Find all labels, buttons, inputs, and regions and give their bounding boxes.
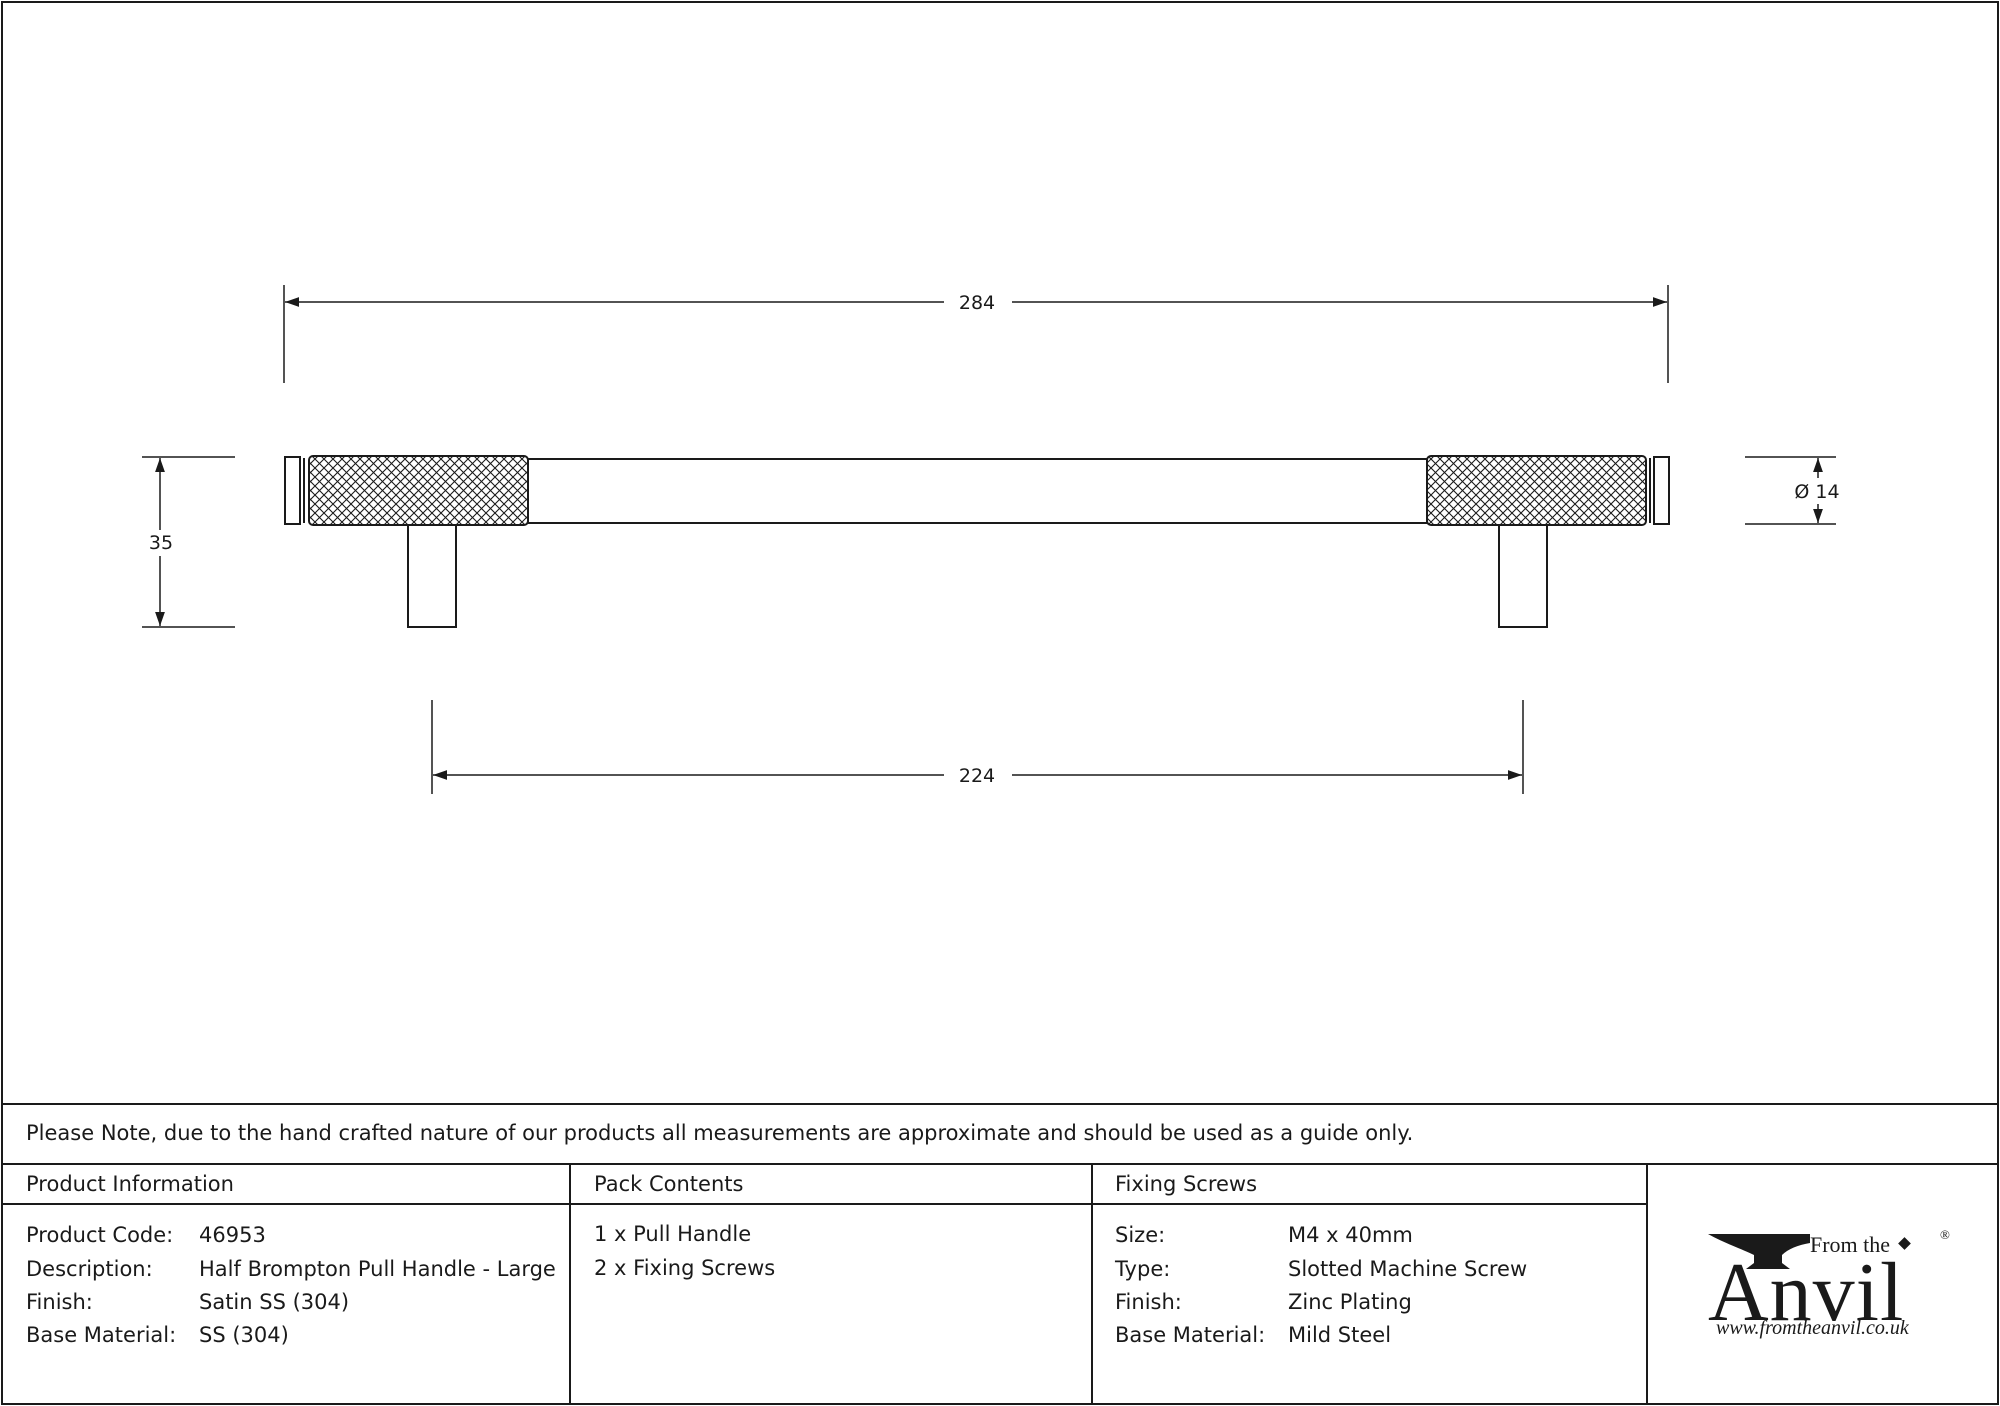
right-knurled-grip — [1426, 455, 1647, 526]
logo-registered: ® — [1940, 1227, 1950, 1242]
logo-from-the: From the — [1810, 1232, 1891, 1257]
screw-size-value: M4 x 40mm — [1288, 1223, 1413, 1247]
handle-bar — [527, 458, 1428, 524]
left-end-cap — [284, 456, 301, 525]
logo-anvil: Anvil — [1708, 1246, 1905, 1339]
product-code-value: 46953 — [199, 1223, 266, 1247]
base-material-value: SS (304) — [199, 1323, 289, 1347]
description-value: Half Brompton Pull Handle - Large — [199, 1257, 556, 1281]
pack-item-screws: 2 x Fixing Screws — [594, 1256, 776, 1280]
anvil-icon — [1708, 1234, 1810, 1269]
dim-284-label: 284 — [959, 292, 995, 314]
pack-contents-heading: Pack Contents — [594, 1172, 744, 1196]
screw-finish-value: Zinc Plating — [1288, 1290, 1412, 1314]
dim-224-label: 224 — [959, 765, 995, 787]
dim-35-label: 35 — [149, 532, 173, 554]
logo-url: www.fromtheanvil.co.uk — [1716, 1317, 1909, 1339]
screw-base-material-value: Mild Steel — [1288, 1323, 1392, 1347]
measurement-note: Please Note, due to the hand crafted nat… — [26, 1121, 1414, 1145]
dimensions — [142, 285, 1836, 794]
screw-size-label: Size: — [1115, 1223, 1166, 1247]
fixing-screws-heading: Fixing Screws — [1115, 1172, 1258, 1196]
screw-type-value: Slotted Machine Screw — [1288, 1257, 1528, 1281]
finish-label: Finish: — [26, 1290, 93, 1314]
from-the-anvil-logo: From the ® Anvil www.fromtheanvil.co.uk — [1648, 1215, 1978, 1355]
handle-elevation — [284, 455, 1670, 628]
product-information-heading: Product Information — [26, 1172, 234, 1196]
product-code-label: Product Code: — [26, 1223, 174, 1247]
left-leg — [407, 524, 457, 628]
right-leg — [1498, 524, 1548, 628]
screw-type-label: Type: — [1115, 1257, 1171, 1281]
title-block-grid — [2, 1103, 1998, 1404]
description-label: Description: — [26, 1257, 153, 1281]
screw-finish-label: Finish: — [1115, 1290, 1182, 1314]
screw-base-material-label: Base Material: — [1115, 1323, 1266, 1347]
dim-14-label: Ø 14 — [1794, 481, 1839, 503]
right-end-cap — [1653, 456, 1670, 525]
pack-item-handle: 1 x Pull Handle — [594, 1222, 752, 1246]
finish-value: Satin SS (304) — [199, 1290, 350, 1314]
base-material-label: Base Material: — [26, 1323, 177, 1347]
left-knurled-grip — [308, 455, 529, 526]
